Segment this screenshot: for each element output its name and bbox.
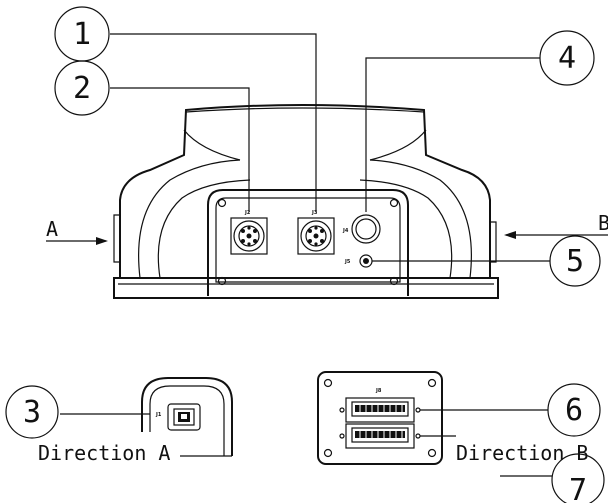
label-j8: J8 (375, 388, 382, 394)
balloon-5: 5 (549, 235, 601, 287)
label-j1: J1 (155, 412, 162, 418)
screw-icon (217, 276, 227, 286)
label-j3: J3 (311, 210, 318, 216)
balloon-4: 4 (539, 30, 595, 86)
svg-text:5: 5 (566, 244, 584, 279)
label-j4: J4 (342, 228, 349, 234)
label-j5: J5 (344, 259, 351, 265)
arrow-label-b: B (598, 211, 608, 235)
svg-text:1: 1 (73, 17, 91, 52)
svg-text:4: 4 (558, 41, 576, 76)
label-j2: J2 (244, 210, 251, 216)
svg-text:3: 3 (23, 395, 41, 430)
balloon-2: 2 (54, 60, 110, 116)
svg-text:2: 2 (73, 71, 91, 106)
connector-j5: J5 (344, 254, 373, 268)
balloon-1: 1 (54, 6, 110, 62)
screw-icon (389, 276, 399, 286)
svg-text:6: 6 (565, 393, 583, 428)
balloon-7: 7 (551, 453, 605, 503)
balloon-6: 6 (547, 383, 601, 437)
direction-a-view: J1 (60, 377, 233, 457)
housing (113, 104, 499, 299)
connector-j2: J2 (230, 210, 268, 255)
direction-b-caption: Direction B (456, 441, 588, 465)
direction-b-view: J8 (317, 371, 552, 477)
svg-text:7: 7 (569, 473, 587, 503)
direction-a-caption: Direction A (38, 441, 170, 465)
connector-plate (207, 189, 409, 296)
screw-icon (389, 198, 399, 208)
connector-j3: J3 (297, 210, 335, 255)
screw-icon (217, 198, 227, 208)
arrow-label-a: A (46, 217, 58, 241)
connector-j4: J4 (342, 214, 381, 244)
balloon-3: 3 (5, 385, 59, 439)
leaders (46, 33, 608, 262)
terminal-pins (355, 404, 405, 439)
